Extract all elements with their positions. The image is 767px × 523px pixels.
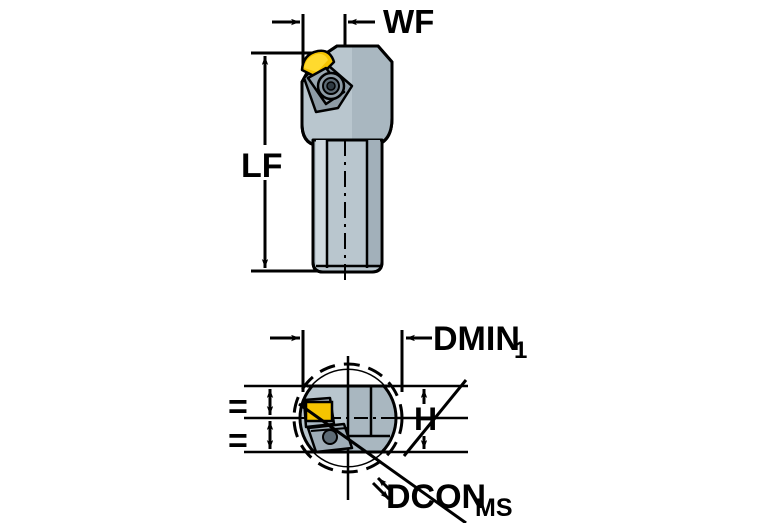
- equal-mark-bottom: =: [228, 422, 248, 460]
- dcon-arrow-lower: [371, 481, 391, 501]
- dcon-subscript-label: MS: [475, 494, 513, 522]
- clamp-screw-socket: [326, 81, 336, 91]
- shank-shadow-right: [368, 140, 380, 268]
- front-view-group: DMIN 1 = =: [228, 320, 527, 523]
- lf-dimension: LF: [241, 51, 345, 273]
- insert-highlight: [304, 53, 328, 72]
- front-cutting-insert: [304, 400, 334, 423]
- side-view-group: WF LF: [241, 3, 434, 285]
- dcon-leader-group: [298, 379, 468, 523]
- insert-assembly: [300, 49, 354, 114]
- shank-highlight-left: [316, 140, 326, 268]
- lf-label: LF: [241, 147, 283, 185]
- boring-bar-side-body: [300, 44, 394, 285]
- front-clamp-detail-line: [310, 427, 348, 432]
- h-label: H: [414, 401, 437, 437]
- bar-head-shade: [352, 46, 392, 146]
- dcon-arrow-upper: [376, 476, 394, 494]
- dcon-diagonal-line-1: [298, 402, 467, 523]
- dmin-dimension: DMIN 1: [270, 320, 527, 392]
- dmin-subscript-label: 1: [514, 337, 527, 364]
- front-insert-assembly: [302, 396, 354, 454]
- dcon-diagonal-line-2: [402, 379, 468, 457]
- wf-label: WF: [383, 3, 434, 40]
- equal-spacing-group: = =: [228, 388, 274, 460]
- h-dimension: H: [414, 389, 437, 449]
- dmin-label: DMIN: [433, 320, 520, 358]
- front-clamp-screw: [322, 429, 338, 445]
- dcon-label: DCON: [386, 478, 486, 516]
- shank-outline: [311, 140, 384, 274]
- equal-mark-top: =: [228, 388, 248, 426]
